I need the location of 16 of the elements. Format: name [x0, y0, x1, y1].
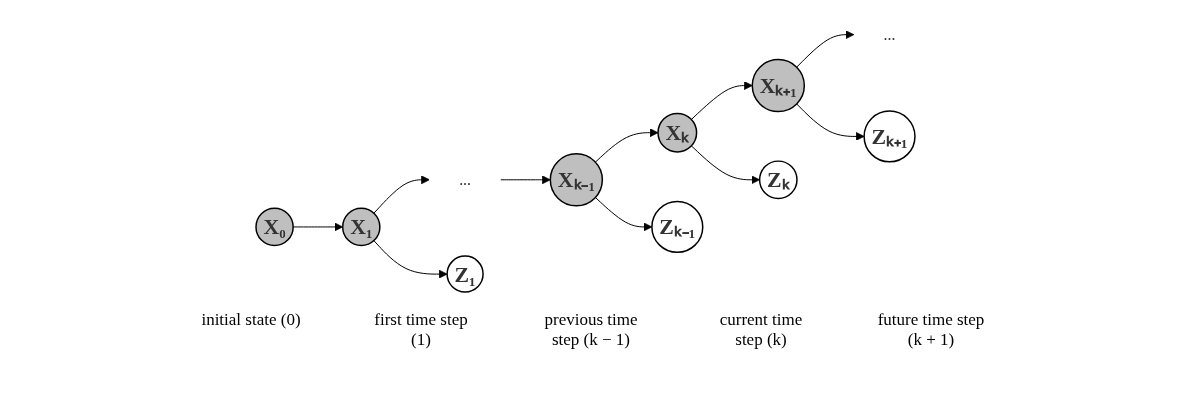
step-caption: initial state (0) — [200, 310, 302, 331]
step-caption: previous time step (k − 1) — [543, 310, 639, 350]
node-circle: X₀ — [255, 207, 295, 247]
node-circle: Xₖ₋₁ — [549, 153, 604, 207]
node-circle: Zₖ — [759, 160, 799, 200]
node-circle: Xₖ — [657, 112, 698, 153]
step-caption: future time step (k + 1) — [876, 310, 986, 350]
node-circle: Xₖ₊₁ — [751, 58, 806, 113]
node-circle: Zₖ₋₁ — [651, 200, 704, 254]
node-circle: X₁ — [342, 207, 381, 247]
node-text: ... — [459, 170, 472, 188]
node-circle: Zₖ₊₁ — [863, 110, 917, 163]
node-circle: Z₁ — [446, 255, 485, 293]
step-caption: current time step (k) — [718, 310, 804, 350]
node-text: ... — [883, 25, 896, 43]
step-caption: first time step (1) — [373, 310, 469, 350]
